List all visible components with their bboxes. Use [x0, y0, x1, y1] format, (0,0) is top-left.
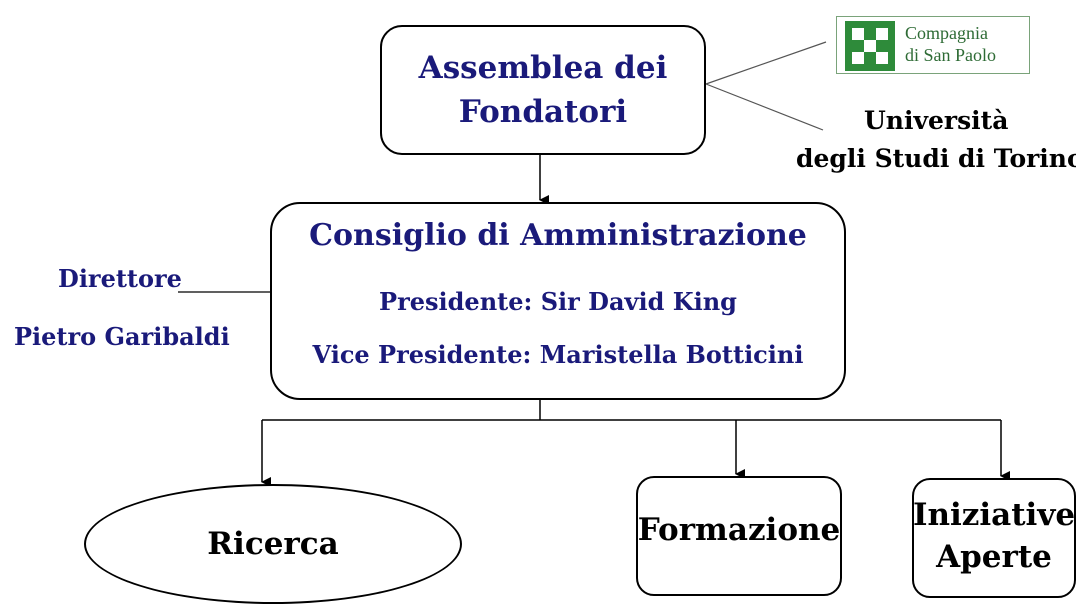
director-label: Direttore: [58, 264, 182, 293]
iniziative-node: Iniziative Aperte: [912, 478, 1076, 598]
board-node: Consiglio di Amministrazione Presidente:…: [270, 202, 846, 400]
assembly-line1: Assemblea dei: [418, 50, 668, 86]
ricerca-label: Ricerca: [207, 526, 339, 562]
compagnia-line2: di San Paolo: [905, 45, 997, 65]
ricerca-node: Ricerca: [84, 484, 462, 604]
founder-line-top: [705, 41, 827, 85]
iniziative-line2: Aperte: [936, 539, 1052, 575]
compagnia-emblem-icon: [845, 21, 895, 71]
director-name: Pietro Garibaldi: [14, 322, 230, 351]
connector-lines: [178, 41, 1010, 487]
founder-line-bottom: [705, 83, 824, 131]
compagnia-logo: Compagnia di San Paolo: [836, 16, 1030, 74]
assembly-node: Assemblea dei Fondatori: [380, 25, 706, 155]
assembly-line2: Fondatori: [458, 94, 628, 130]
compagnia-line1: Compagnia: [905, 23, 988, 43]
formazione-node: Formazione: [636, 476, 842, 596]
university-line2: degli Studi di Torino: [796, 144, 1076, 173]
board-vice-president: Vice Presidente: Maristella Botticini: [312, 340, 804, 369]
board-title: Consiglio di Amministrazione: [309, 218, 807, 253]
board-president: Presidente: Sir David King: [379, 287, 737, 316]
iniziative-line1: Iniziative: [912, 497, 1076, 533]
university-line1: Università: [864, 106, 1009, 135]
formazione-label: Formazione: [637, 512, 841, 548]
